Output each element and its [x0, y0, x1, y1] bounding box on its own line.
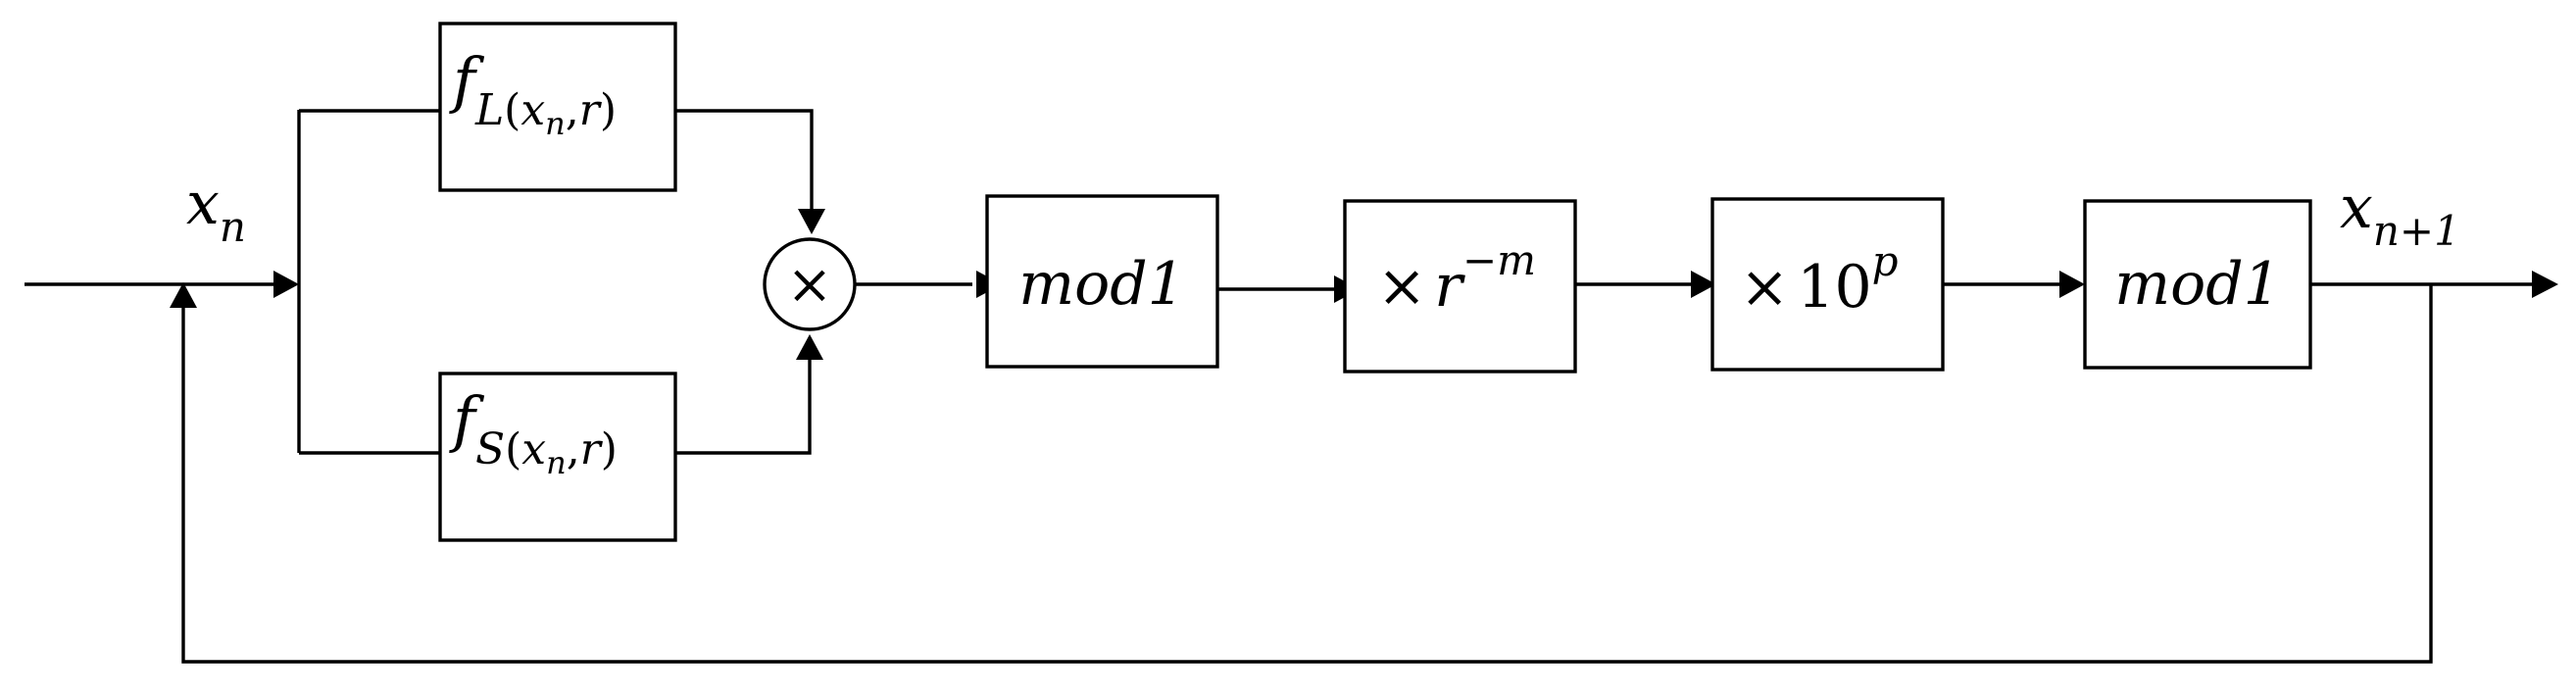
- block-mod1-second: mod1: [2083, 199, 2312, 370]
- connection-lines: [25, 109, 2534, 664]
- output-signal-base: x: [2340, 174, 2373, 242]
- r-power-base: r: [1434, 252, 1465, 321]
- r-power-times: ×: [1377, 252, 1426, 321]
- block-r-power: ×r−m: [1343, 199, 1577, 374]
- arrow-feedback-up: [170, 282, 197, 308]
- multiplier-symbol: ×: [787, 253, 833, 317]
- fs-to-multiplier: [675, 360, 812, 455]
- input-signal-label: xn: [186, 170, 246, 251]
- block-fs: fS(xn,r): [438, 372, 677, 542]
- fs-comma: ,: [567, 424, 580, 474]
- arrow-into-ten-power: [1691, 271, 1716, 298]
- arrow-into-multiplier-bottom: [796, 334, 823, 360]
- input-signal-sub: n: [220, 203, 246, 251]
- output-signal-sub: n+1: [2373, 207, 2460, 255]
- mod1-first-label: mod1: [1018, 250, 1185, 319]
- fs-lparen: (: [505, 424, 521, 474]
- fs-sub-x: x: [521, 424, 546, 474]
- arrow-into-split: [273, 271, 299, 298]
- ten-power-times: ×: [1740, 253, 1789, 322]
- ten-power-exponent: p: [1872, 237, 1899, 285]
- svg-text:fL(xn,r): fL(xn,r): [449, 44, 617, 142]
- fs-sub-n: n: [546, 444, 567, 481]
- block-fl: fL(xn,r): [438, 22, 677, 192]
- output-signal-label: xn+1: [2340, 174, 2460, 255]
- fs-sub-letter: S: [475, 424, 505, 474]
- arrowheads: [170, 209, 2558, 360]
- fl-sub-r: r: [579, 85, 603, 135]
- fl-to-multiplier: [675, 109, 814, 209]
- fl-rparen: ): [600, 85, 617, 135]
- arrow-output: [2532, 271, 2558, 298]
- fl-sub-n: n: [545, 105, 566, 142]
- svg-text:fS(xn,r): fS(xn,r): [449, 383, 618, 481]
- block-ten-power: ×10p: [1710, 197, 1945, 372]
- fs-rparen: ): [601, 424, 618, 474]
- r-power-exponent: −m: [1462, 236, 1536, 284]
- ten-power-base: 10: [1797, 253, 1871, 322]
- arrow-into-mod1-second: [2059, 271, 2085, 298]
- feedback-loop: [181, 284, 2433, 664]
- svg-text:×r−m: ×r−m: [1377, 236, 1536, 321]
- input-signal-base: x: [186, 170, 220, 238]
- mod1-second-label: mod1: [2114, 250, 2281, 319]
- fs-sub-r: r: [580, 424, 604, 474]
- block-mod1-first: mod1: [985, 194, 1219, 369]
- fl-comma: ,: [566, 85, 579, 135]
- multiplier-node: ×: [763, 237, 857, 331]
- fl-sub-x: x: [520, 85, 545, 135]
- arrow-into-multiplier-top: [798, 209, 825, 234]
- fl-lparen: (: [504, 85, 520, 135]
- svg-text:×10p: ×10p: [1740, 237, 1899, 322]
- fl-sub-letter: L: [474, 85, 504, 135]
